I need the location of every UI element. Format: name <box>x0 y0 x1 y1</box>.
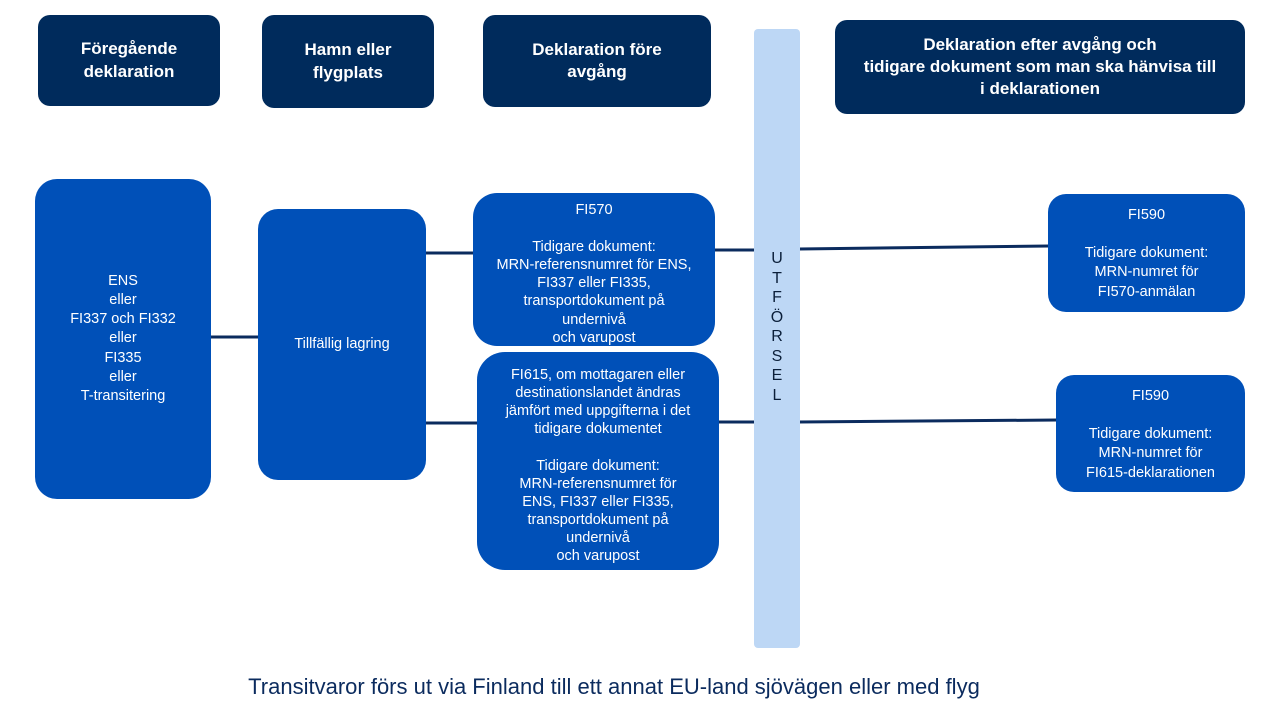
export-bar-letter: U <box>771 250 783 267</box>
export-bar-letter: T <box>772 269 782 287</box>
box-fi615-text: FI615, om mottagaren eller destinationsl… <box>505 367 691 565</box>
connector-bar-to-fi590-b <box>798 418 1058 424</box>
header-declaration-after-departure-label: Deklaration efter avgång och tidigare do… <box>863 34 1217 99</box>
header-previous-declaration-label: Föregående deklaration <box>80 39 178 81</box>
connector-bar-to-fi590-a <box>798 244 1050 251</box>
box-temporary-storage: Tillfällig lagring <box>258 209 426 480</box>
header-previous-declaration: Föregående deklaration <box>38 15 220 106</box>
export-bar-label: U T F Ö R S E L <box>754 249 800 405</box>
header-declaration-before-departure: Deklaration före avgång <box>483 15 711 107</box>
export-bar-letter: R <box>771 328 783 345</box>
header-declaration-after-departure: Deklaration efter avgång och tidigare do… <box>835 20 1245 114</box>
header-port-or-airport-label: Hamn eller flygplats <box>304 40 392 82</box>
box-fi590-b-text: FI590 Tidigare dokument: MRN-numret för … <box>1086 388 1215 481</box>
box-fi590-a: FI590 Tidigare dokument: MRN-numret för … <box>1048 194 1245 312</box>
box-fi590-b: FI590 Tidigare dokument: MRN-numret för … <box>1056 375 1245 492</box>
export-bar <box>754 29 800 648</box>
export-bar-letter: F <box>772 289 782 306</box>
box-fi570-text: FI570 Tidigare dokument: MRN-referensnum… <box>496 202 692 346</box>
export-bar-letter: Ö <box>770 308 784 326</box>
box-fi590-a-text: FI590 Tidigare dokument: MRN-numret för … <box>1084 207 1209 300</box>
box-fi615: FI615, om mottagaren eller destinationsl… <box>477 352 719 570</box>
box-fi570: FI570 Tidigare dokument: MRN-referensnum… <box>473 193 715 346</box>
header-port-or-airport: Hamn eller flygplats <box>262 15 434 108</box>
slide-caption: Transitvaror förs ut via Finland till et… <box>248 674 980 699</box>
export-bar-letter: E <box>771 367 783 384</box>
export-bar-letter: L <box>772 386 782 404</box>
box-previous-declaration: ENS eller FI337 och FI332 eller FI335 el… <box>35 179 211 499</box>
box-temporary-storage-text: Tillfällig lagring <box>294 335 390 352</box>
export-bar-letter: S <box>771 347 783 365</box>
box-previous-declaration-text: ENS eller FI337 och FI332 eller FI335 el… <box>70 273 176 404</box>
header-declaration-before-departure-label: Deklaration före avgång <box>532 39 662 81</box>
